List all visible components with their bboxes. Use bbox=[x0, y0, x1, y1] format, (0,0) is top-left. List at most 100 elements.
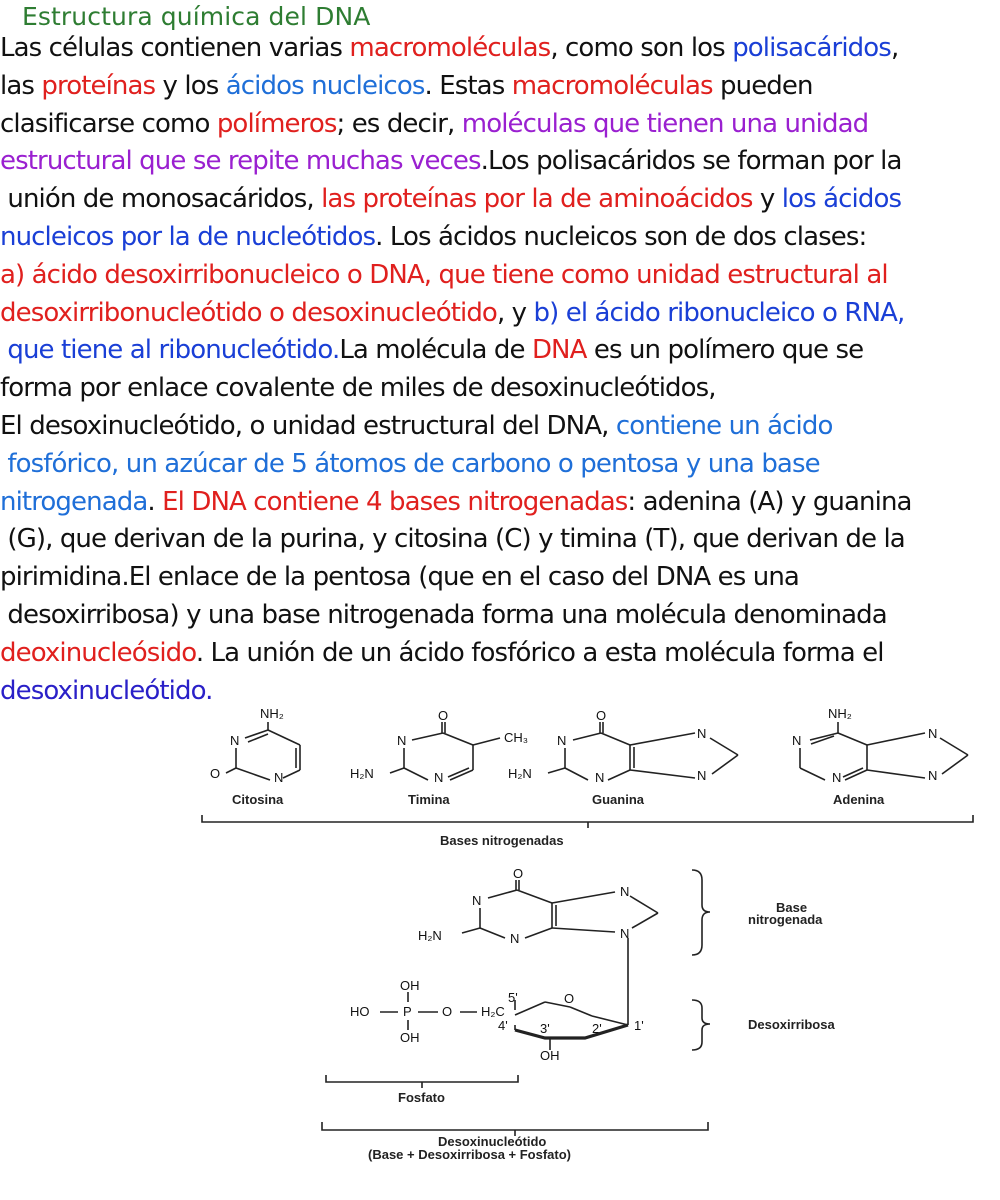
text-line: desoxinucleótido. bbox=[0, 673, 1000, 711]
text-segment: pirimidina.El enlace de la pentosa (que … bbox=[0, 562, 800, 593]
fosfato-bracket bbox=[325, 1075, 519, 1083]
text-segment: es un polímero que se bbox=[586, 335, 864, 366]
text-line: forma por enlace covalente de miles de d… bbox=[0, 370, 1000, 408]
text-segment: . La unión de un ácido fosfórico a esta … bbox=[195, 637, 885, 668]
label-bases-nitrogenadas: Bases nitrogenadas bbox=[440, 833, 564, 848]
text-segment: macromoléculas bbox=[511, 70, 714, 101]
text-segment: . Los ácidos nucleicos son de dos clases… bbox=[375, 221, 867, 252]
text-line: Las células contienen varias macromolécu… bbox=[0, 30, 1000, 68]
base-brace bbox=[691, 869, 711, 956]
text-segment: y los bbox=[155, 70, 226, 101]
timina-h2n: H₂N bbox=[350, 766, 374, 781]
nucleotide-o: O bbox=[513, 866, 523, 881]
text-line: las proteínas y los ácidos nucleicos. Es… bbox=[0, 68, 1000, 106]
adenina-n1: N bbox=[792, 733, 801, 748]
citosina-n3: N bbox=[230, 733, 239, 748]
text-segment: polisacáridos bbox=[732, 33, 892, 63]
text-segment: que tiene al ribonucleótido. bbox=[0, 335, 340, 366]
text-segment: polímeros bbox=[216, 108, 338, 139]
text-line: a) ácido desoxirribonucleico o DNA, que … bbox=[0, 257, 1000, 295]
nucleotide-n7: N bbox=[620, 884, 629, 899]
sugar-brace bbox=[691, 999, 711, 1051]
timina-structure bbox=[389, 722, 501, 781]
page-title: Estructura química del DNA bbox=[22, 2, 371, 31]
text-segment: estructural que se repite muchas veces bbox=[0, 146, 482, 177]
text-line: clasificarse como polímeros; es decir, m… bbox=[0, 106, 1000, 144]
nucleotide-n9: N bbox=[620, 926, 629, 941]
adenina-n7: N bbox=[928, 726, 937, 741]
text-line: desoxirribonucleótido o desoxinucleótido… bbox=[0, 295, 1000, 333]
guanina-h2n: H₂N bbox=[508, 766, 532, 781]
desoxirribosa-structure bbox=[514, 1000, 629, 1050]
nucleotido-bracket bbox=[321, 1122, 709, 1131]
text-segment: El desoxinucleótido, o unidad estructura… bbox=[0, 410, 616, 441]
text-segment: las proteínas por la de aminoácidos bbox=[321, 184, 753, 215]
text-segment: deoxinucleósido bbox=[0, 637, 197, 668]
guanina-n3: N bbox=[595, 770, 604, 785]
text-line: desoxirribosa) y una base nitrogenada fo… bbox=[0, 597, 1000, 635]
text-segment: ; es decir, bbox=[336, 108, 462, 139]
phosphate-o: O bbox=[442, 1004, 452, 1019]
text-line: estructural que se repite muchas veces.L… bbox=[0, 143, 1000, 181]
text-line: (G), que derivan de la purina, y citosin… bbox=[0, 521, 1000, 559]
text-segment: b) el ácido ribonucleico o RNA, bbox=[533, 297, 906, 328]
figure-svg: NH₂ N N O Citosina O CH₃ N H₂N N Timina … bbox=[201, 706, 974, 1162]
text-line: unión de monosacáridos, las proteínas po… bbox=[0, 181, 1000, 219]
text-segment: fosfórico, un azúcar de 5 átomos de carb… bbox=[0, 448, 820, 479]
text-segment: y bbox=[752, 184, 782, 215]
text-line: pirimidina.El enlace de la pentosa (que … bbox=[0, 559, 1000, 597]
text-line: El desoxinucleótido, o unidad estructura… bbox=[0, 408, 1000, 446]
guanina-n9: N bbox=[697, 768, 706, 783]
text-segment: El DNA contiene 4 bases nitrogenadas bbox=[162, 486, 628, 517]
sugar-c3: 3' bbox=[540, 1021, 550, 1036]
text-line: nucleicos por la de nucleótidos. Los áci… bbox=[0, 219, 1000, 257]
text-line: fosfórico, un azúcar de 5 átomos de carb… bbox=[0, 446, 1000, 484]
timina-ch3: CH₃ bbox=[504, 730, 528, 745]
text-segment: . Estas bbox=[424, 70, 512, 101]
text-segment: las bbox=[0, 70, 42, 101]
phosphate-oh-bottom: OH bbox=[400, 1030, 420, 1045]
phosphate-structure bbox=[380, 992, 477, 1030]
sugar-c1: 1' bbox=[634, 1018, 644, 1033]
text-segment: los ácidos bbox=[781, 184, 902, 215]
guanina-n7: N bbox=[697, 726, 706, 741]
label-fosfato: Fosfato bbox=[398, 1090, 445, 1105]
guanina-o: O bbox=[596, 708, 606, 723]
text-segment: desoxirribosa) y una base nitrogenada fo… bbox=[0, 599, 887, 630]
bases-bracket bbox=[201, 815, 974, 823]
nucleotide-n1: N bbox=[472, 893, 481, 908]
adenina-structure bbox=[799, 722, 969, 781]
guanina-n1: N bbox=[557, 733, 566, 748]
adenina-n9: N bbox=[928, 768, 937, 783]
text-segment: desoxinucleótido. bbox=[0, 675, 213, 706]
text-segment: forma por enlace covalente de miles de d… bbox=[0, 373, 717, 404]
timina-n1: N bbox=[434, 770, 443, 785]
text-segment: Las células contienen varias bbox=[0, 33, 350, 63]
body-paragraph: Las células contienen varias macromolécu… bbox=[0, 30, 1000, 710]
text-segment: moléculas que tienen una unidad bbox=[461, 108, 869, 139]
citosina-n1: N bbox=[274, 770, 283, 785]
sugar-c2: 2' bbox=[592, 1021, 602, 1036]
text-segment: contiene un ácido bbox=[615, 410, 834, 441]
adenina-n3: N bbox=[832, 770, 841, 785]
timina-n3: N bbox=[397, 733, 406, 748]
nucleotide-base-structure bbox=[461, 880, 659, 1025]
citosina-nh2: NH₂ bbox=[260, 706, 284, 721]
text-segment: , y bbox=[496, 297, 534, 328]
text-line: deoxinucleósido. La unión de un ácido fo… bbox=[0, 635, 1000, 673]
sugar-h2c: H₂C bbox=[481, 1004, 505, 1019]
citosina-o: O bbox=[210, 766, 220, 781]
label-desoxirribosa: Desoxirribosa bbox=[748, 1017, 835, 1032]
phosphate-ho: HO bbox=[350, 1004, 370, 1019]
text-line: nitrogenada. El DNA contiene 4 bases nit… bbox=[0, 484, 1000, 522]
text-segment: unión de monosacáridos, bbox=[0, 184, 322, 215]
text-segment: .Los polisacáridos se forman por la bbox=[480, 146, 903, 177]
text-segment: DNA bbox=[531, 335, 587, 366]
label-timina: Timina bbox=[408, 792, 450, 807]
text-segment: desoxirribonucleótido o desoxinucleótido bbox=[0, 297, 498, 328]
label-base-line1: Base bbox=[776, 900, 807, 915]
label-guanina: Guanina bbox=[592, 792, 645, 807]
phosphate-p: P bbox=[403, 1004, 412, 1019]
text-segment: nitrogenada bbox=[0, 486, 148, 517]
label-nucleotido-line2: (Base + Desoxirribosa + Fosfato) bbox=[368, 1147, 571, 1162]
